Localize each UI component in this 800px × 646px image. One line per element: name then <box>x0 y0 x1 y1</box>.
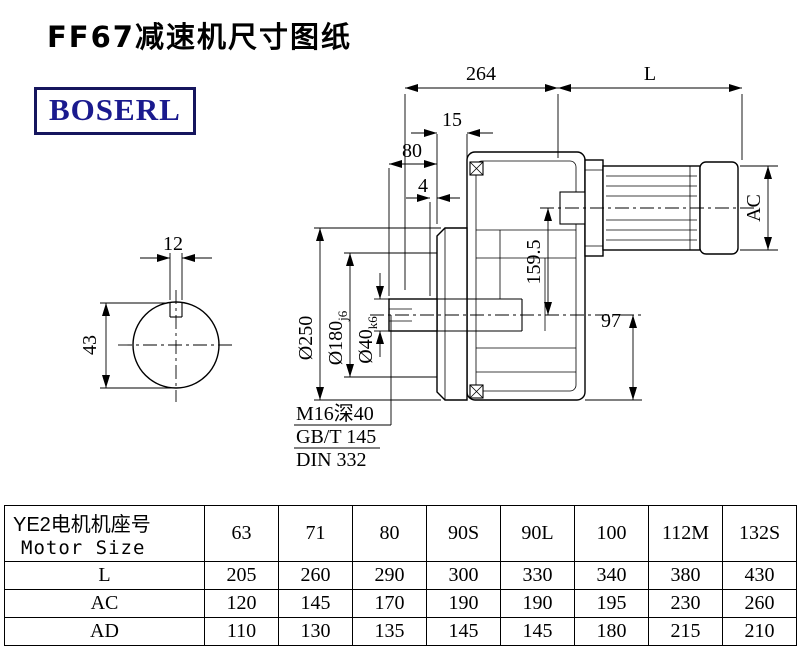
value-cell: 300 <box>426 561 501 590</box>
note-tapped-hole: M16深40 <box>296 402 374 425</box>
value-cell: 290 <box>352 561 427 590</box>
dimensions: 264 L 15 80 4 Ø250 Ø180j6 Ø40k6 <box>295 63 778 401</box>
value-cell: 430 <box>722 561 797 590</box>
value-cell: 145 <box>278 589 353 618</box>
shaft-section-view <box>118 290 234 402</box>
value-cell: 130 <box>278 617 353 646</box>
note-standard-din: DIN 332 <box>296 449 367 471</box>
value-cell: 210 <box>722 617 797 646</box>
value-cell: 170 <box>352 589 427 618</box>
dim-spigot-diameter-label: Ø180j6 <box>325 310 350 365</box>
dim-center-height-label: 159.5 <box>523 240 545 285</box>
main-view <box>370 151 758 401</box>
size-cell: 90S <box>426 505 501 562</box>
size-cell: 63 <box>204 505 279 562</box>
value-cell: 260 <box>278 561 353 590</box>
bolt-symbol-top <box>469 161 484 176</box>
value-cell: 110 <box>204 617 279 646</box>
value-cell: 145 <box>500 617 575 646</box>
value-cell: 145 <box>426 617 501 646</box>
mounting-flange <box>436 227 468 401</box>
motor-size-label-cn: YE2电机机座号 <box>13 514 151 536</box>
note-standard-gb: GB/T 145 <box>296 426 376 448</box>
dim-key-width-label: 12 <box>163 233 183 255</box>
thread-note: M16深40 GB/T 145 DIN 332 <box>294 315 392 471</box>
dim-key-width: 12 <box>140 233 212 300</box>
table-row-L: L 205 260 290 300 330 340 380 430 <box>4 561 797 590</box>
dim-overall-length-label: 264 <box>466 63 496 85</box>
bolt-symbol-bottom <box>469 384 484 399</box>
dim-motor-length-label: L <box>644 63 656 85</box>
value-cell: 330 <box>500 561 575 590</box>
size-cell: 100 <box>574 505 649 562</box>
dim-motor-diameter-label: AC <box>743 194 765 222</box>
motor-size-table: YE2电机机座号 Motor Size 63 71 80 90S 90L 100… <box>4 505 797 646</box>
value-cell: 340 <box>574 561 649 590</box>
dim-shaft-length-label: 80 <box>402 140 422 162</box>
table-row-AC: AC 120 145 170 190 190 195 230 260 <box>4 589 797 618</box>
dim-shaft-diameter-label: Ø40k6 <box>355 316 380 364</box>
size-cell: 80 <box>352 505 427 562</box>
size-cell: 90L <box>500 505 575 562</box>
value-cell: 180 <box>574 617 649 646</box>
value-cell: 215 <box>648 617 723 646</box>
dim-shaft-flat: 43 <box>79 302 176 389</box>
size-cell: 71 <box>278 505 353 562</box>
value-cell: 260 <box>722 589 797 618</box>
motor-size-header-cell: YE2电机机座号 Motor Size <box>4 505 205 562</box>
value-cell: 230 <box>648 589 723 618</box>
dim-flange-diameter-label: Ø250 <box>295 316 317 360</box>
table-row-AD: AD 110 130 135 145 145 180 215 210 <box>4 617 797 646</box>
dim-flange-thickness-label: 15 <box>442 109 462 131</box>
value-cell: 135 <box>352 617 427 646</box>
value-cell: 380 <box>648 561 723 590</box>
dim-foot-height-label: 97 <box>601 310 621 332</box>
table-header-row: YE2电机机座号 Motor Size 63 71 80 90S 90L 100… <box>4 505 797 562</box>
brand-logo: BOSERL <box>34 87 196 135</box>
row-label: AD <box>4 617 205 646</box>
size-cell: 132S <box>722 505 797 562</box>
motor-size-label-en: Motor Size <box>21 537 146 559</box>
size-cell: 112M <box>648 505 723 562</box>
page-title: FF67减速机尺寸图纸 <box>47 20 352 54</box>
value-cell: 195 <box>574 589 649 618</box>
row-label: L <box>4 561 205 590</box>
input-bearing <box>559 191 586 225</box>
value-cell: 120 <box>204 589 279 618</box>
dim-shoulder-gap-label: 4 <box>418 175 428 197</box>
value-cell: 190 <box>500 589 575 618</box>
row-label: AC <box>4 589 205 618</box>
dim-shaft-flat-label: 43 <box>79 335 101 355</box>
value-cell: 205 <box>204 561 279 590</box>
value-cell: 190 <box>426 589 501 618</box>
